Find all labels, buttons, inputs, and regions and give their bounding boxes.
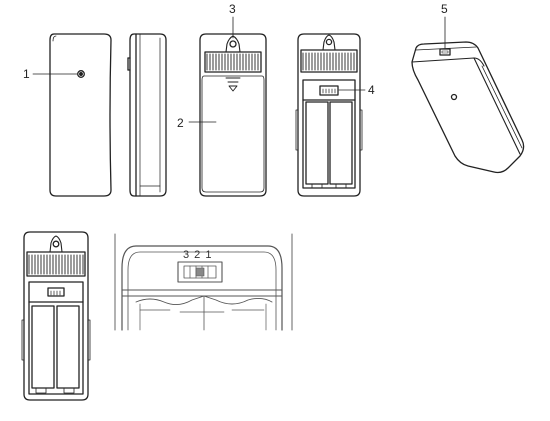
wall-mount-hole-icon [450, 93, 458, 101]
channel-switch [319, 85, 339, 96]
channel-selector-switch [177, 261, 223, 283]
battery-compartment-view: 4 [295, 33, 375, 197]
callout-3: 3 [229, 2, 236, 16]
callout-5: 5 [441, 2, 448, 16]
led-indicator-icon [77, 70, 85, 78]
channel-selector-digits: 3 2 1 [183, 249, 212, 261]
unlock-arrow-icon [225, 77, 241, 92]
back-view: 3 2 [177, 2, 267, 197]
side-view [127, 33, 167, 197]
channel-selector-detail: 3 2 1 [114, 233, 293, 331]
battery-compartment-view-2 [21, 231, 91, 401]
front-view: 1 [23, 33, 112, 197]
callout-4: 4 [368, 83, 375, 97]
callout-1: 1 [23, 67, 30, 81]
callout-2: 2 [177, 116, 184, 130]
perspective-view: 5 [411, 2, 525, 174]
